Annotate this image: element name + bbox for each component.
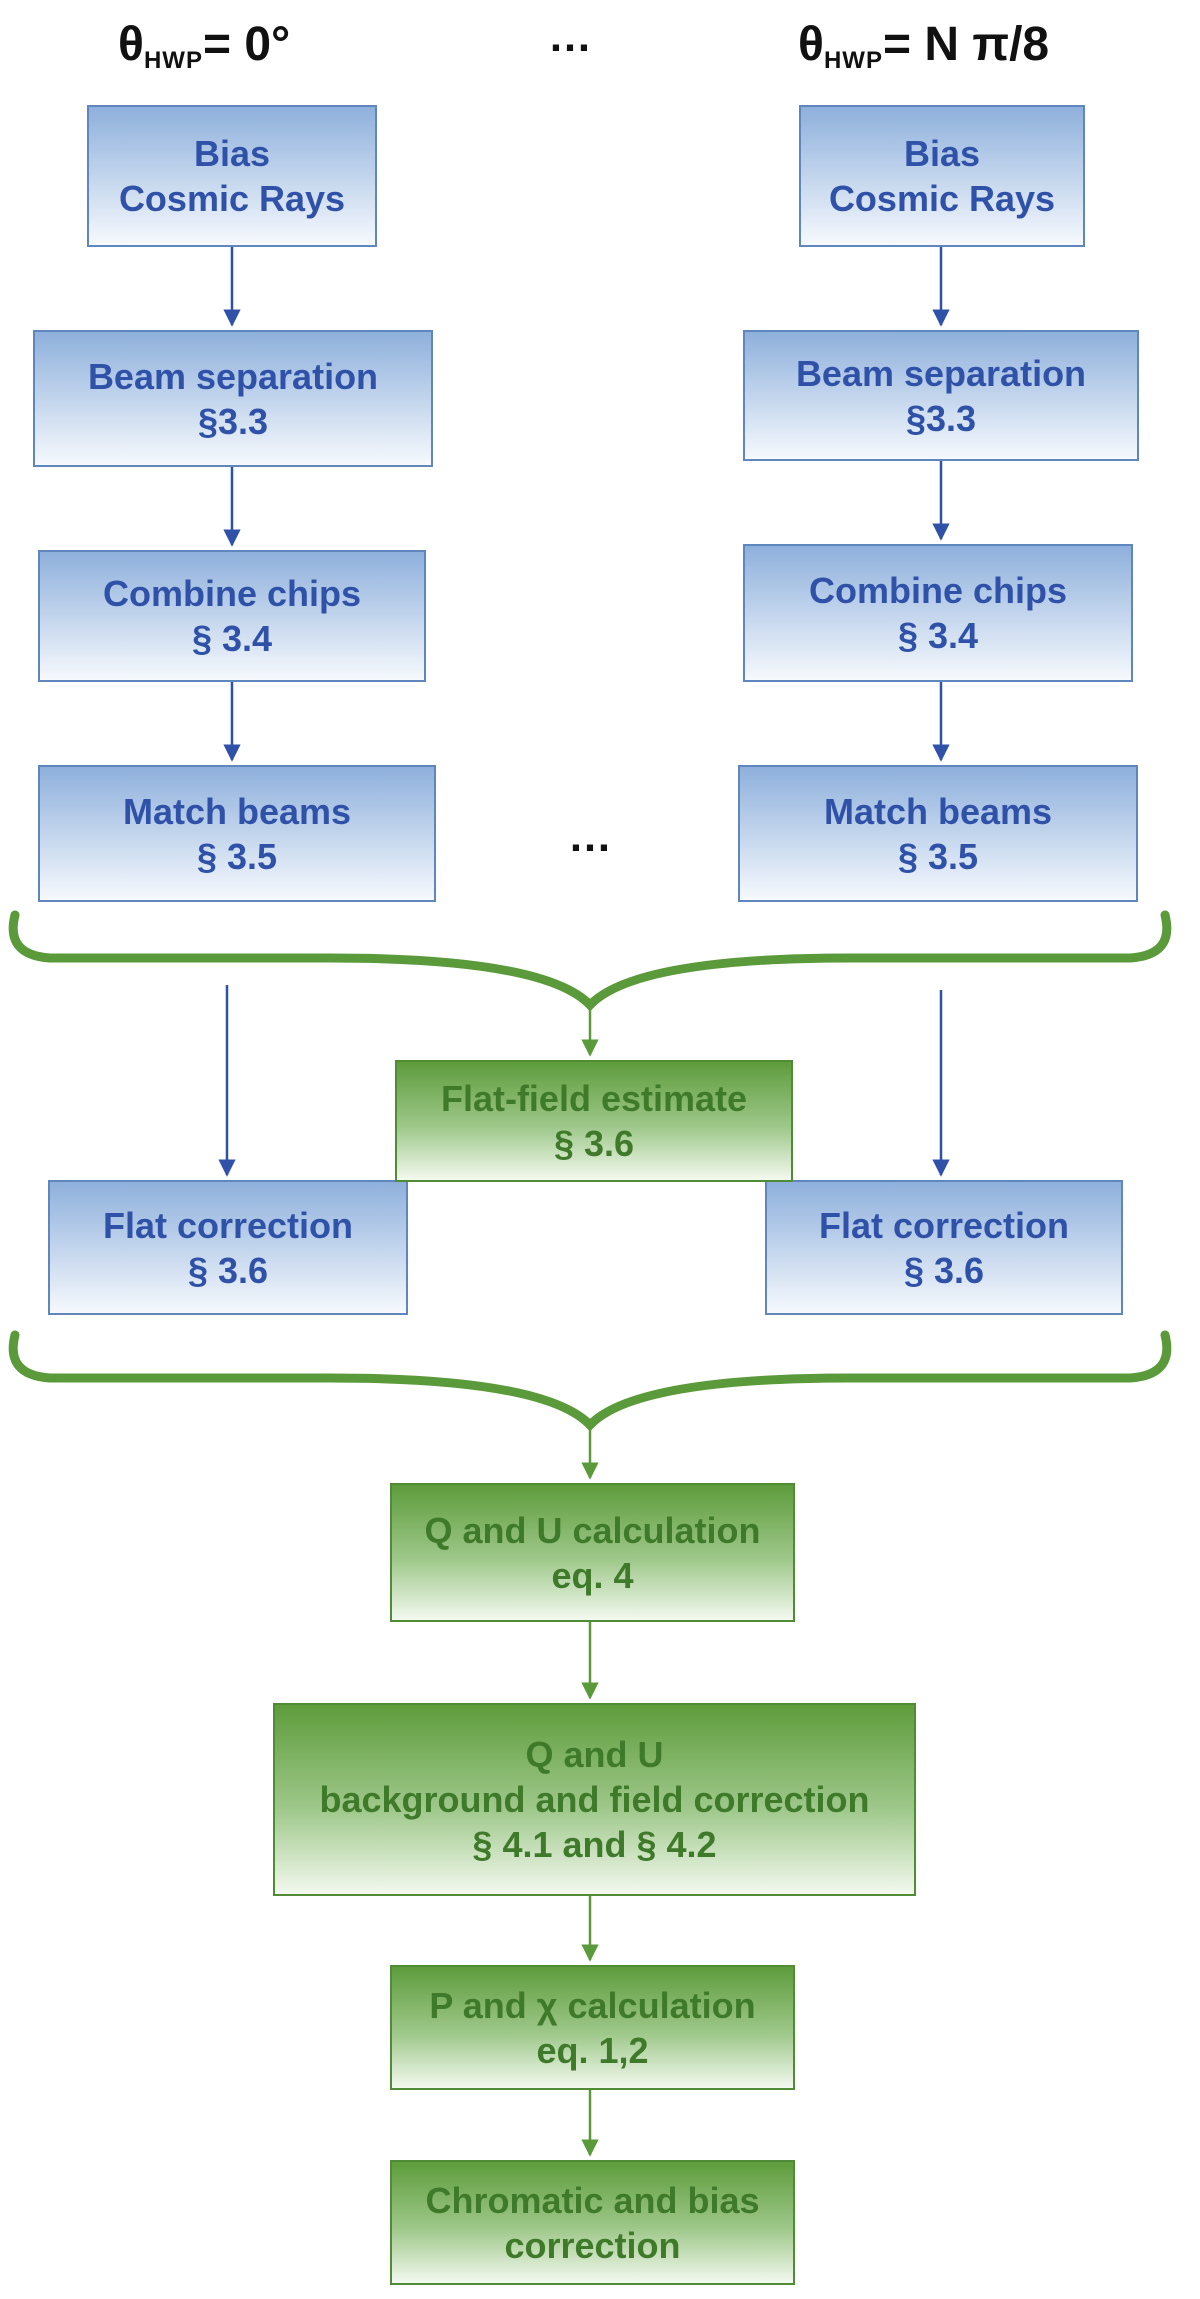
- header-left-theta: θ: [118, 18, 144, 71]
- left-bias-line1: Bias: [193, 133, 271, 174]
- qu-calc-line1: Q and U calculation: [424, 1509, 761, 1551]
- p-chi-line1: P and χ calculation: [429, 1984, 756, 2026]
- right-beam-box: Beam separation §3.3: [743, 330, 1139, 461]
- left-combine-line2: § 3.4: [191, 618, 273, 659]
- right-match-line2: § 3.5: [897, 835, 979, 877]
- left-bias-box: Bias Cosmic Rays: [87, 105, 377, 247]
- brace-bottom: [8, 1330, 1172, 1432]
- flat-estimate-box: Flat-field estimate § 3.6: [395, 1060, 793, 1182]
- right-bias-box: Bias Cosmic Rays: [799, 105, 1085, 247]
- header-left-value: = 0°: [202, 18, 291, 71]
- left-beam-line2: §3.3: [197, 400, 269, 442]
- qu-correction-box: Q and U background and field correction …: [273, 1703, 916, 1896]
- header-right: θHWP= N π/8: [798, 10, 1049, 80]
- header-left: θHWP= 0°: [118, 10, 290, 80]
- right-bias-line1: Bias: [903, 133, 981, 174]
- right-combine-box: Combine chips § 3.4: [743, 544, 1133, 682]
- right-flat-line1: Flat correction: [818, 1204, 1070, 1246]
- right-beam-line2: §3.3: [905, 397, 977, 439]
- chromatic-box: Chromatic and bias correction: [390, 2160, 795, 2285]
- header-right-value: = N π/8: [882, 18, 1050, 71]
- qu-correction-line3: § 4.1 and § 4.2: [472, 1824, 717, 1865]
- right-match-line1: Match beams: [823, 790, 1053, 832]
- flat-estimate-line2: § 3.6: [553, 1123, 635, 1164]
- left-flat-line2: § 3.6: [187, 1249, 269, 1291]
- right-bias-line2: Cosmic Rays: [828, 178, 1056, 219]
- left-beam-box: Beam separation §3.3: [33, 330, 433, 467]
- chromatic-line2: correction: [504, 2224, 681, 2266]
- qu-correction-line1: Q and U: [525, 1734, 664, 1775]
- p-chi-box: P and χ calculation eq. 1,2: [390, 1965, 795, 2090]
- left-bias-line2: Cosmic Rays: [118, 178, 346, 219]
- left-match-box: Match beams § 3.5: [38, 765, 436, 902]
- right-combine-line2: § 3.4: [897, 615, 979, 656]
- header-left-sub: HWP: [143, 47, 203, 74]
- left-combine-line1: Combine chips: [102, 573, 362, 614]
- right-combine-line1: Combine chips: [808, 570, 1068, 611]
- chromatic-line1: Chromatic and bias: [425, 2179, 760, 2221]
- qu-correction-line2: background and field correction: [319, 1779, 870, 1820]
- left-match-line2: § 3.5: [196, 835, 278, 877]
- brace-top: [8, 910, 1172, 1012]
- middle-ellipsis: …: [568, 812, 612, 861]
- right-flat-box: Flat correction § 3.6: [765, 1180, 1123, 1315]
- left-combine-box: Combine chips § 3.4: [38, 550, 426, 682]
- right-match-box: Match beams § 3.5: [738, 765, 1138, 902]
- header-right-theta: θ: [798, 18, 824, 71]
- left-match-line1: Match beams: [122, 790, 352, 832]
- p-chi-line2: eq. 1,2: [536, 2029, 649, 2071]
- qu-calc-line2: eq. 4: [551, 1554, 634, 1596]
- right-flat-line2: § 3.6: [903, 1249, 985, 1291]
- header-ellipsis: …: [548, 12, 592, 61]
- qu-calc-box: Q and U calculation eq. 4: [390, 1483, 795, 1622]
- right-beam-line1: Beam separation: [795, 352, 1087, 394]
- left-flat-box: Flat correction § 3.6: [48, 1180, 408, 1315]
- flat-estimate-line1: Flat-field estimate: [440, 1078, 748, 1119]
- header-right-sub: HWP: [823, 47, 883, 74]
- left-beam-line1: Beam separation: [87, 355, 379, 397]
- left-flat-line1: Flat correction: [102, 1204, 354, 1246]
